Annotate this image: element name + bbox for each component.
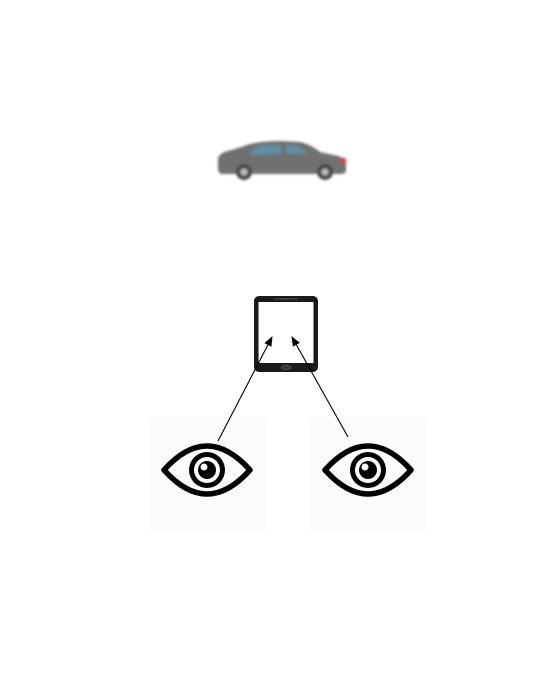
car-icon bbox=[218, 141, 346, 180]
car-wheel bbox=[321, 168, 329, 176]
tablet-screen bbox=[258, 302, 314, 363]
car-taillight bbox=[340, 158, 346, 164]
tablet-home-button bbox=[280, 364, 292, 370]
right-eye-to-tablet-arrow bbox=[291, 336, 349, 438]
left-eye-to-tablet-arrow bbox=[217, 336, 273, 442]
eye-icon bbox=[161, 443, 253, 497]
car-window bbox=[250, 145, 282, 155]
tablet-speaker bbox=[274, 298, 298, 300]
car-wheel bbox=[240, 168, 248, 176]
eye-icon bbox=[322, 443, 414, 497]
tablet-icon bbox=[254, 296, 318, 372]
car-body bbox=[218, 141, 346, 174]
car-window bbox=[285, 145, 308, 154]
